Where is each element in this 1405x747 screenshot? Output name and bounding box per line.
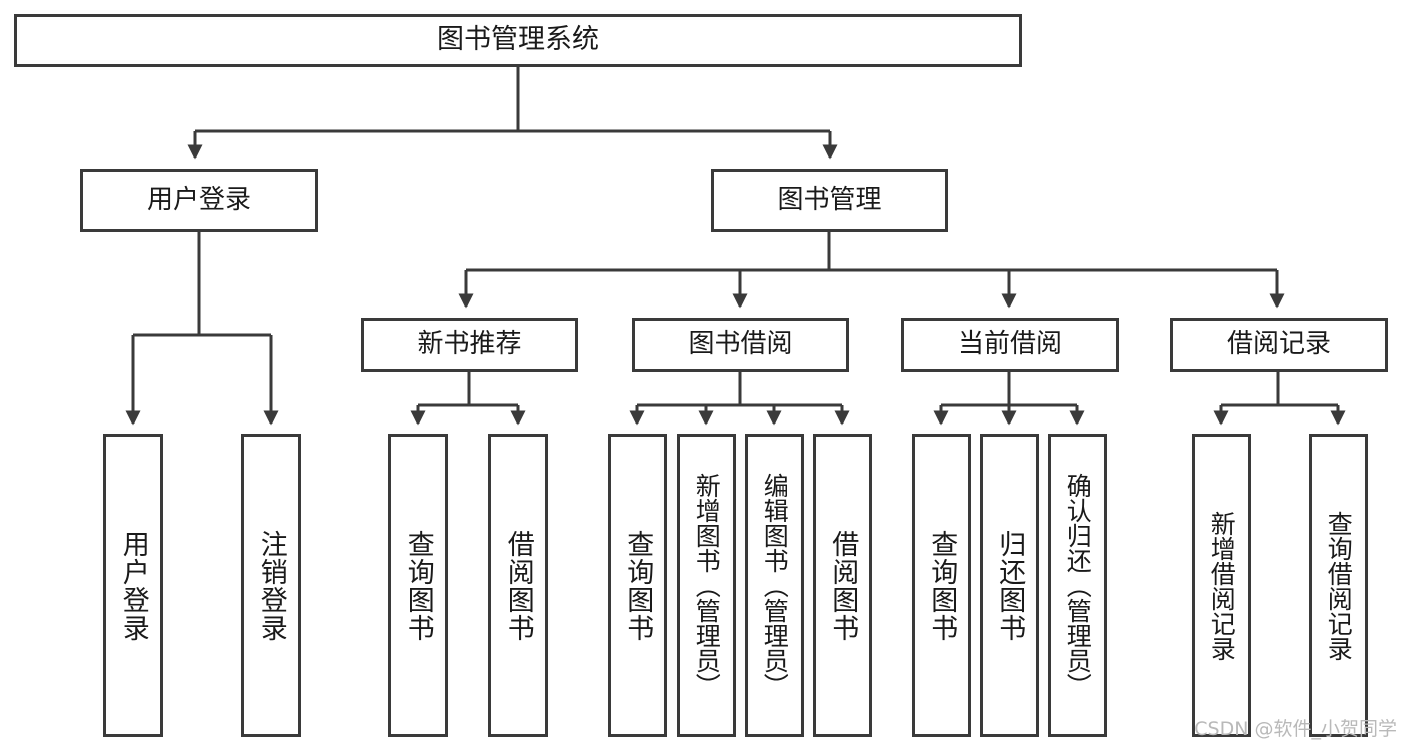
leaf-recommend-query-book[interactable]: 查询图书	[388, 434, 448, 737]
node-label: 归还图书	[994, 529, 1026, 642]
node-label: 当前借阅	[957, 329, 1062, 360]
node-label: 查询图书	[926, 529, 958, 642]
node-label: 新增借阅记录	[1207, 510, 1237, 661]
node-new-book-recommend[interactable]: 新书推荐	[361, 318, 578, 372]
node-label: 注销登录	[255, 529, 287, 642]
node-borrow-record[interactable]: 借阅记录	[1170, 318, 1388, 372]
leaf-user-logout[interactable]: 注销登录	[241, 434, 301, 737]
node-label: 查询图书	[402, 529, 434, 642]
leaf-borrow-query-book[interactable]: 查询图书	[608, 434, 667, 737]
node-current-borrow[interactable]: 当前借阅	[901, 318, 1119, 372]
node-label: 查询借阅记录	[1324, 510, 1354, 661]
node-label: 借阅图书	[827, 529, 859, 642]
node-book-borrow[interactable]: 图书借阅	[632, 318, 849, 372]
leaf-borrow-borrow-book[interactable]: 借阅图书	[813, 434, 872, 737]
node-user-login[interactable]: 用户登录	[80, 169, 318, 232]
node-label: 图书管理	[777, 184, 882, 215]
leaf-record-query-borrow-record[interactable]: 查询借阅记录	[1309, 434, 1368, 737]
node-label: 借阅记录	[1226, 329, 1331, 360]
node-label: 确认归还（管理员）	[1063, 473, 1093, 698]
node-book-management[interactable]: 图书管理	[711, 169, 948, 232]
leaf-borrow-add-book-admin[interactable]: 新增图书（管理员）	[677, 434, 736, 737]
node-label: 新书推荐	[417, 329, 522, 360]
node-label: 借阅图书	[502, 529, 534, 642]
node-root-system[interactable]: 图书管理系统	[14, 14, 1022, 67]
leaf-record-add-borrow-record[interactable]: 新增借阅记录	[1192, 434, 1251, 737]
leaf-recommend-borrow-book[interactable]: 借阅图书	[488, 434, 548, 737]
leaf-borrow-edit-book-admin[interactable]: 编辑图书（管理员）	[745, 434, 804, 737]
node-label: 用户登录	[146, 184, 251, 215]
leaf-current-confirm-return-admin[interactable]: 确认归还（管理员）	[1048, 434, 1107, 737]
node-label: 编辑图书（管理员）	[760, 473, 790, 698]
leaf-current-query-book[interactable]: 查询图书	[912, 434, 971, 737]
leaf-user-login[interactable]: 用户登录	[103, 434, 163, 737]
node-label: 图书管理系统	[437, 24, 599, 56]
watermark-text: CSDN @软件_小贺同学	[1194, 718, 1397, 740]
node-label: 用户登录	[117, 529, 149, 642]
leaf-current-return-book[interactable]: 归还图书	[980, 434, 1039, 737]
node-label: 查询图书	[622, 529, 654, 642]
node-label: 新增图书（管理员）	[692, 473, 722, 698]
node-label: 图书借阅	[688, 329, 793, 360]
